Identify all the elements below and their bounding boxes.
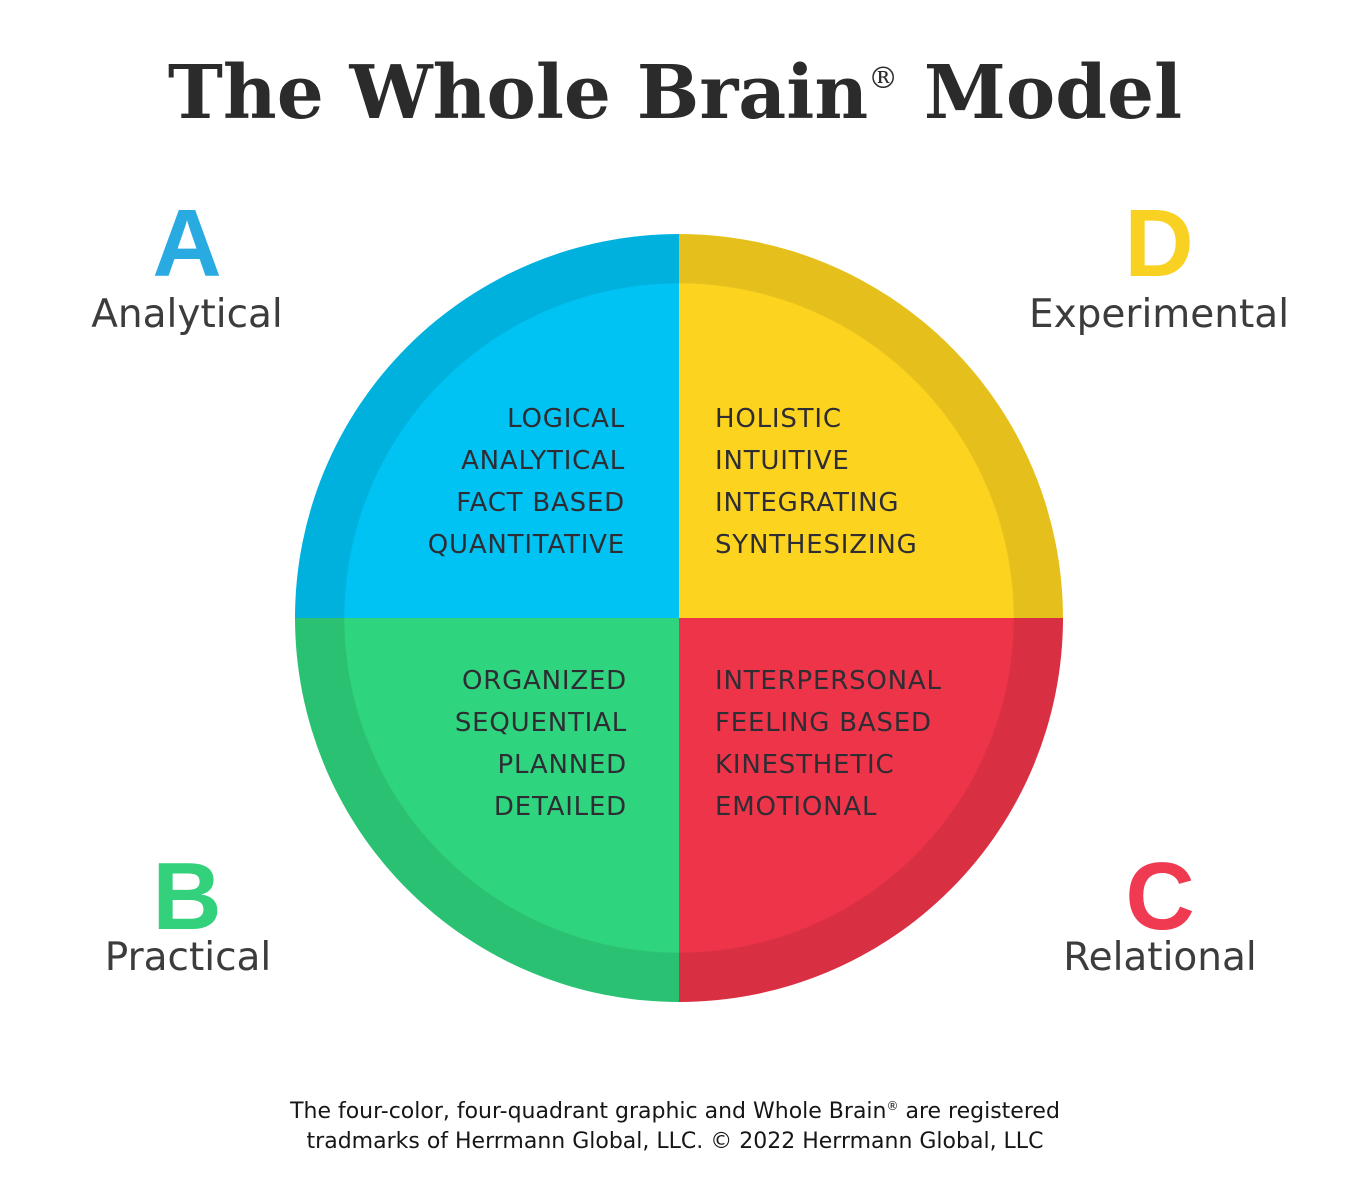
trait-line: FEELING BASED [715, 708, 932, 738]
quadrant-a-label: Analytical [91, 292, 283, 337]
quadrant-b-region [295, 618, 679, 1002]
footer-line-2: tradmarks of Herrmann Global, LLC. © 202… [306, 1129, 1044, 1154]
trait-line: INTUITIVE [715, 446, 850, 476]
trait-line: SEQUENTIAL [454, 708, 627, 738]
trait-line: ORGANIZED [461, 666, 627, 696]
footer-disclaimer: The four-color, four-quadrant graphic an… [0, 1091, 1350, 1157]
page-title-text: The Whole Brain [167, 50, 869, 136]
trait-line: DETAILED [493, 792, 627, 822]
trait-line: HOLISTIC [715, 404, 842, 434]
quadrant-a-traits: LOGICAL ANALYTICAL FACT BASED QUANTITATI… [428, 398, 625, 566]
trait-line: SYNTHESIZING [715, 530, 918, 560]
quadrant-d-traits: HOLISTIC INTUITIVE INTEGRATING SYNTHESIZ… [715, 398, 918, 566]
trait-line: KINESTHETIC [715, 750, 895, 780]
trait-line: INTERPERSONAL [715, 666, 942, 696]
page-title-text: Model [898, 50, 1183, 136]
quadrant-c-letter: C [1125, 843, 1195, 950]
trait-line: ANALYTICAL [461, 446, 625, 476]
quadrant-d-letter: D [1124, 190, 1194, 297]
quadrant-c-label: Relational [1063, 935, 1257, 980]
trait-line: INTEGRATING [715, 488, 900, 518]
quadrant-d-label: Experimental [1028, 292, 1290, 337]
quadrant-c-region [679, 618, 1063, 1002]
trait-line: PLANNED [497, 750, 627, 780]
quadrant-a-region [295, 234, 679, 618]
quadrant-d-region [679, 234, 1063, 618]
trait-line: EMOTIONAL [715, 792, 878, 822]
quadrant-b-label: Practical [104, 935, 272, 980]
whole-brain-circle [295, 234, 1063, 1002]
quadrant-c-traits: INTERPERSONAL FEELING BASED KINESTHETIC … [715, 660, 942, 828]
trait-line: QUANTITATIVE [427, 530, 625, 560]
circle-rim-shading [295, 234, 1063, 1002]
footer-text-part: The four-color, four-quadrant graphic an… [290, 1099, 887, 1124]
registered-trademark-symbol: ® [868, 61, 899, 96]
page-title: The Whole Brain® Model [0, 50, 1350, 136]
footer-line-1: The four-color, four-quadrant graphic an… [0, 1091, 1350, 1127]
registered-trademark-symbol: ® [886, 1099, 899, 1113]
trait-line: FACT BASED [456, 488, 625, 518]
quadrant-b-letter: B [152, 843, 222, 950]
quadrant-a-letter: A [152, 190, 222, 297]
trait-line: LOGICAL [507, 404, 625, 434]
quadrant-b-traits: ORGANIZED SEQUENTIAL PLANNED DETAILED [455, 660, 627, 828]
footer-text-part: are registered [898, 1099, 1060, 1124]
